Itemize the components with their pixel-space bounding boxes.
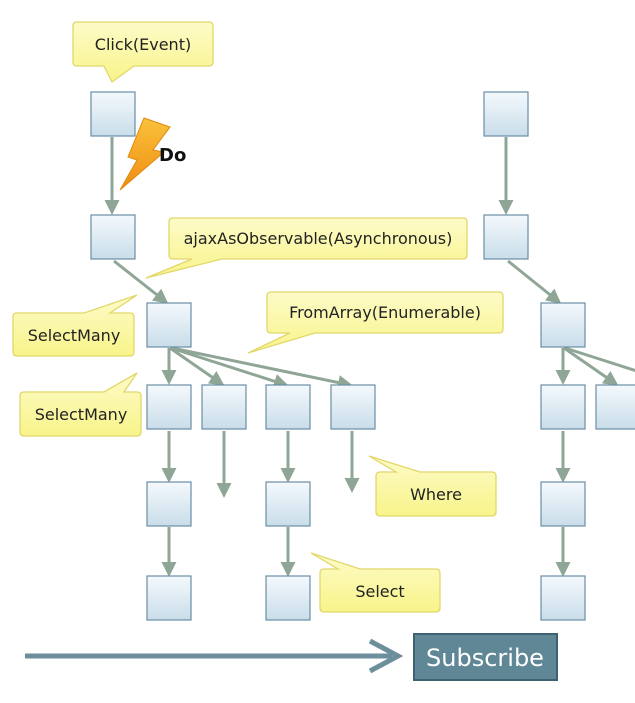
arrow-branch-3: [170, 346, 289, 389]
subscribe-label: Subscribe: [426, 644, 544, 672]
node-right-r2-c1: [540, 481, 586, 527]
callout-click-text: Click(Event): [95, 35, 191, 54]
subscribe-box: [413, 633, 558, 681]
callout-texts: Click(Event) ajaxAsObservable(Asynchrono…: [28, 35, 481, 601]
callout-where: [368, 455, 497, 517]
node-right-r1-c1: [540, 384, 586, 430]
do-label: Do: [159, 145, 186, 166]
callout-ajax-text: ajaxAsObservable(Asynchronous): [184, 229, 453, 248]
callout-ajax: [145, 217, 468, 279]
nodes: [90, 91, 635, 621]
node-right-selectmany: [540, 302, 586, 348]
callout-where-text: Where: [410, 485, 462, 504]
node-right-r3-c1: [540, 575, 586, 621]
node-right-2: [483, 214, 529, 260]
node-r3-c1: [146, 575, 192, 621]
lightning-icon: [119, 117, 171, 191]
node-r1-c4: [330, 384, 376, 430]
callout-selectmany-1-text: SelectMany: [28, 326, 121, 345]
node-r2-c1: [146, 481, 192, 527]
arrow-branch-2: [169, 346, 225, 386]
node-r1-c3: [265, 384, 311, 430]
callout-fromarray: [247, 291, 504, 354]
arrow-node-to-selectmany: [113, 259, 169, 304]
arrow-right-branch-2: [563, 346, 619, 386]
arrow-right-branch-3: [564, 346, 635, 372]
subscribe-arrow: [25, 638, 404, 674]
node-selectmany: [146, 302, 192, 348]
callout-fromarray-text: FromArray(Enumerable): [289, 303, 481, 322]
node-r1-c2: [201, 384, 247, 430]
connectors: [104, 137, 635, 577]
callout-click: [72, 21, 214, 83]
node-r1-c1: [146, 384, 192, 430]
callout-selectmany-1: [12, 294, 138, 357]
node-do: [90, 214, 136, 260]
node-right-r1-c2: [595, 384, 635, 430]
node-r2-c3: [265, 481, 311, 527]
node-click-source: [90, 91, 136, 137]
callout-selectmany-2-text: SelectMany: [35, 405, 128, 424]
arrow-right-to-selectmany: [507, 259, 562, 304]
node-r3-c3: [265, 575, 311, 621]
arrow-branch-4: [171, 346, 353, 390]
callout-select-text: Select: [355, 582, 404, 601]
node-right-source: [483, 91, 529, 137]
callouts: [12, 21, 504, 613]
callout-select: [310, 552, 441, 613]
callout-selectmany-2: [19, 372, 142, 437]
